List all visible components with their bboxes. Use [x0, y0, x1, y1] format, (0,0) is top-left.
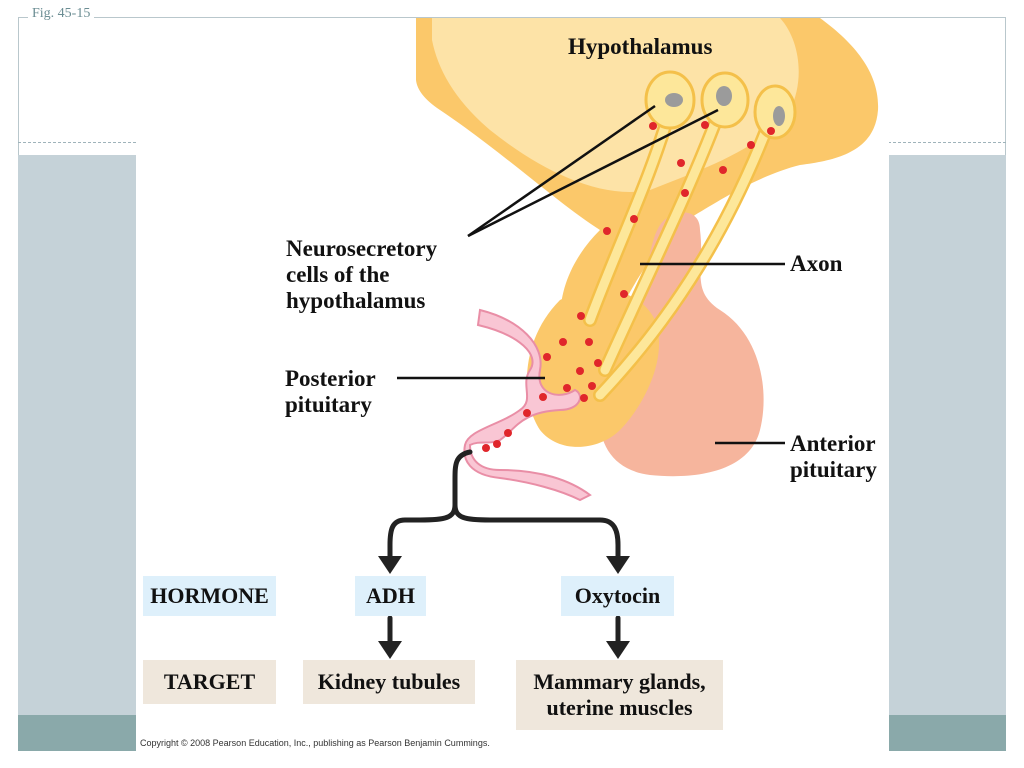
target-header: TARGET	[143, 660, 276, 704]
target-kidney-tubules: Kidney tubules	[303, 660, 475, 704]
label-anterior-2: pituitary	[790, 457, 877, 482]
anterior-pituitary	[599, 212, 764, 477]
hormone-header: HORMONE	[143, 576, 276, 616]
label-posterior-1: Posterior	[285, 366, 376, 391]
copyright-notice: Copyright © 2008 Pearson Education, Inc.…	[140, 738, 490, 748]
neurohormone-vesicles	[482, 121, 775, 452]
target-mammary-line: Mammary glands,	[533, 669, 706, 694]
hormone-oxytocin: Oxytocin	[561, 576, 674, 616]
label-axon: Axon	[790, 251, 843, 276]
capillary-vessel	[463, 308, 592, 502]
target-uterine-line: uterine muscles	[546, 695, 693, 720]
label-hypothalamus: Hypothalamus	[568, 34, 713, 59]
label-neurosecretory-2: cells of the	[286, 262, 390, 287]
hormone-adh: ADH	[355, 576, 426, 616]
label-anterior-1: Anterior	[790, 431, 876, 456]
label-neurosecretory-3: hypothalamus	[286, 288, 426, 313]
neurosecretory-cell-bodies	[644, 70, 797, 140]
label-neurosecretory-1: Neurosecretory	[286, 236, 438, 261]
figure-number: Fig. 45-15	[28, 6, 95, 22]
branch-arrows	[387, 449, 621, 648]
target-mammary-uterine: Mammary glands, uterine muscles	[516, 660, 723, 730]
label-posterior-2: pituitary	[285, 392, 372, 417]
leader-lines	[397, 104, 785, 445]
axon-core	[585, 105, 777, 400]
arrow-heads	[378, 556, 630, 659]
